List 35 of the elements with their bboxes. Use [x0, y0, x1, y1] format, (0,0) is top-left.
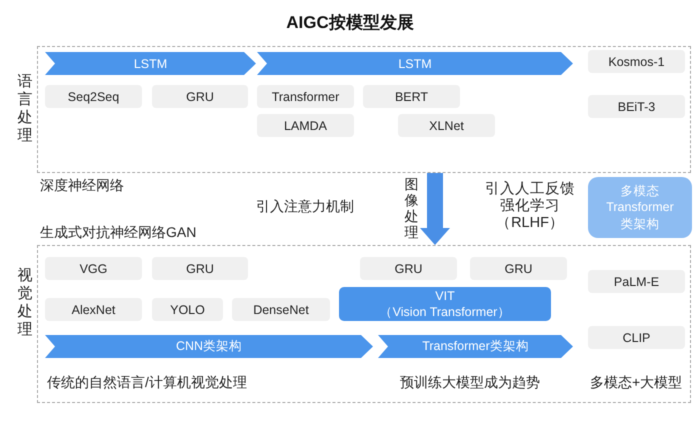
edge-label: 图像处理	[404, 176, 419, 240]
model-box: GRU	[152, 85, 248, 108]
arrow	[420, 173, 450, 245]
section-heading: 视觉处理	[17, 267, 33, 339]
note-text: 深度神经网络	[40, 177, 124, 194]
arrow-band: CNN类架构	[45, 335, 373, 358]
model-box: Seq2Seq	[45, 85, 142, 108]
title: AIGC按模型发展	[286, 13, 414, 32]
category-box: 多模态Transformer类架构	[588, 177, 692, 238]
model-box: AlexNet	[45, 298, 142, 321]
note-text: 生成式对抗神经网络GAN	[40, 224, 196, 241]
note-text: 预训练大模型成为趋势	[400, 374, 540, 391]
model-box: GRU	[360, 257, 457, 280]
model-box: GRU	[470, 257, 567, 280]
model-box: BEiT-3	[588, 95, 685, 118]
arrow-band: Transformer类架构	[378, 335, 573, 358]
model-box: Transformer	[257, 85, 354, 108]
model-box: VIT （Vision Transformer）	[339, 287, 551, 321]
note-text: 引入人工反馈强化学习（RLHF）	[484, 181, 576, 232]
model-box: PaLM-E	[588, 270, 685, 293]
note-text: 多模态+大模型	[590, 374, 682, 391]
model-box: VGG	[45, 257, 142, 280]
note-text: 传统的自然语言/计算机视觉处理	[47, 374, 247, 391]
note-text: 引入注意力机制	[256, 198, 354, 215]
model-box: CLIP	[588, 326, 685, 349]
model-box: DenseNet	[232, 298, 330, 321]
model-box: XLNet	[398, 114, 495, 137]
arrow-band: LSTM	[45, 52, 256, 75]
model-box: Kosmos-1	[588, 50, 685, 73]
model-box: BERT	[363, 85, 460, 108]
model-box: GRU	[152, 257, 248, 280]
model-box: YOLO	[152, 298, 223, 321]
arrow-band: LSTM	[257, 52, 573, 75]
section-heading: 语言处理	[17, 73, 33, 145]
model-box: LAMDA	[257, 114, 354, 137]
